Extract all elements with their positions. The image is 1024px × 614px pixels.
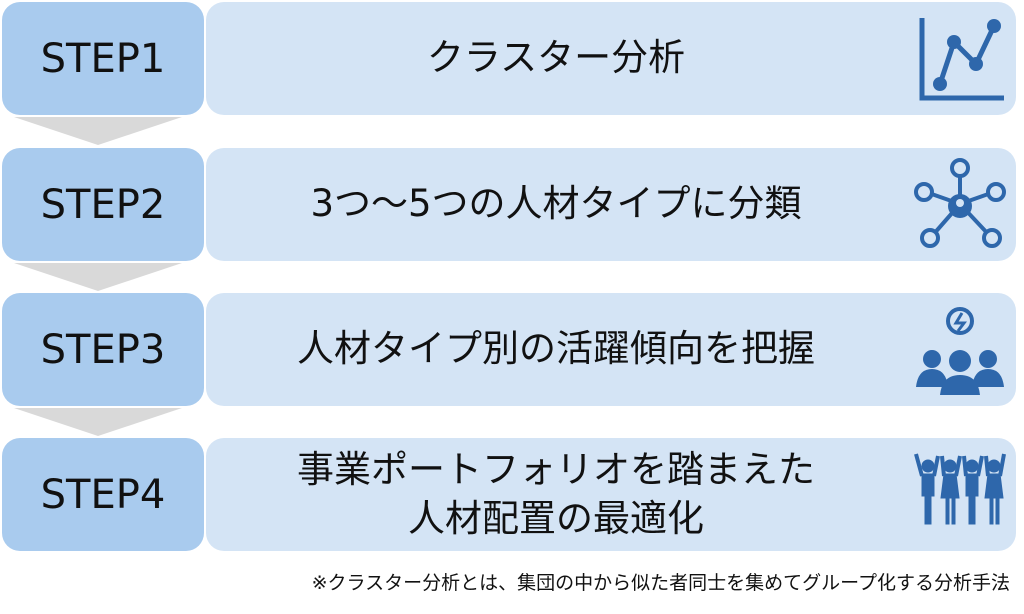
step4-content: 事業ポートフォリオを踏まえた 人材配置の最適化 xyxy=(206,438,1016,551)
team-celebrate-icon xyxy=(914,453,1006,525)
step2-text: 3つ～5つの人材タイプに分類 xyxy=(310,182,802,226)
step4-label: STEP4 xyxy=(2,438,204,551)
step3-text: 人材タイプ別の活躍傾向を把握 xyxy=(297,327,815,371)
down-arrow xyxy=(14,117,182,145)
step2-label: STEP2 xyxy=(2,148,204,261)
step3-content: 人材タイプ別の活躍傾向を把握 xyxy=(206,293,1016,406)
step1-text: クラスター分析 xyxy=(426,36,686,80)
step2-content: 3つ～5つの人材タイプに分類 xyxy=(206,148,1016,261)
down-arrow xyxy=(14,408,182,436)
step3-label: STEP3 xyxy=(2,293,204,406)
step4-text-line2: 人材配置の最適化 xyxy=(408,496,704,540)
step1-label: STEP1 xyxy=(2,2,204,115)
team-idea-icon xyxy=(916,307,1004,395)
step1-content: クラスター分析 xyxy=(206,2,1016,115)
line-chart-icon xyxy=(919,18,1004,101)
footnote: ※クラスター分析とは、集団の中から似た者同士を集めてグループ化する分析手法 xyxy=(311,572,1010,594)
down-arrow xyxy=(14,263,182,291)
step4-text-line1: 事業ポートフォリオを踏まえた xyxy=(297,448,815,492)
people-network-icon xyxy=(914,158,1006,248)
